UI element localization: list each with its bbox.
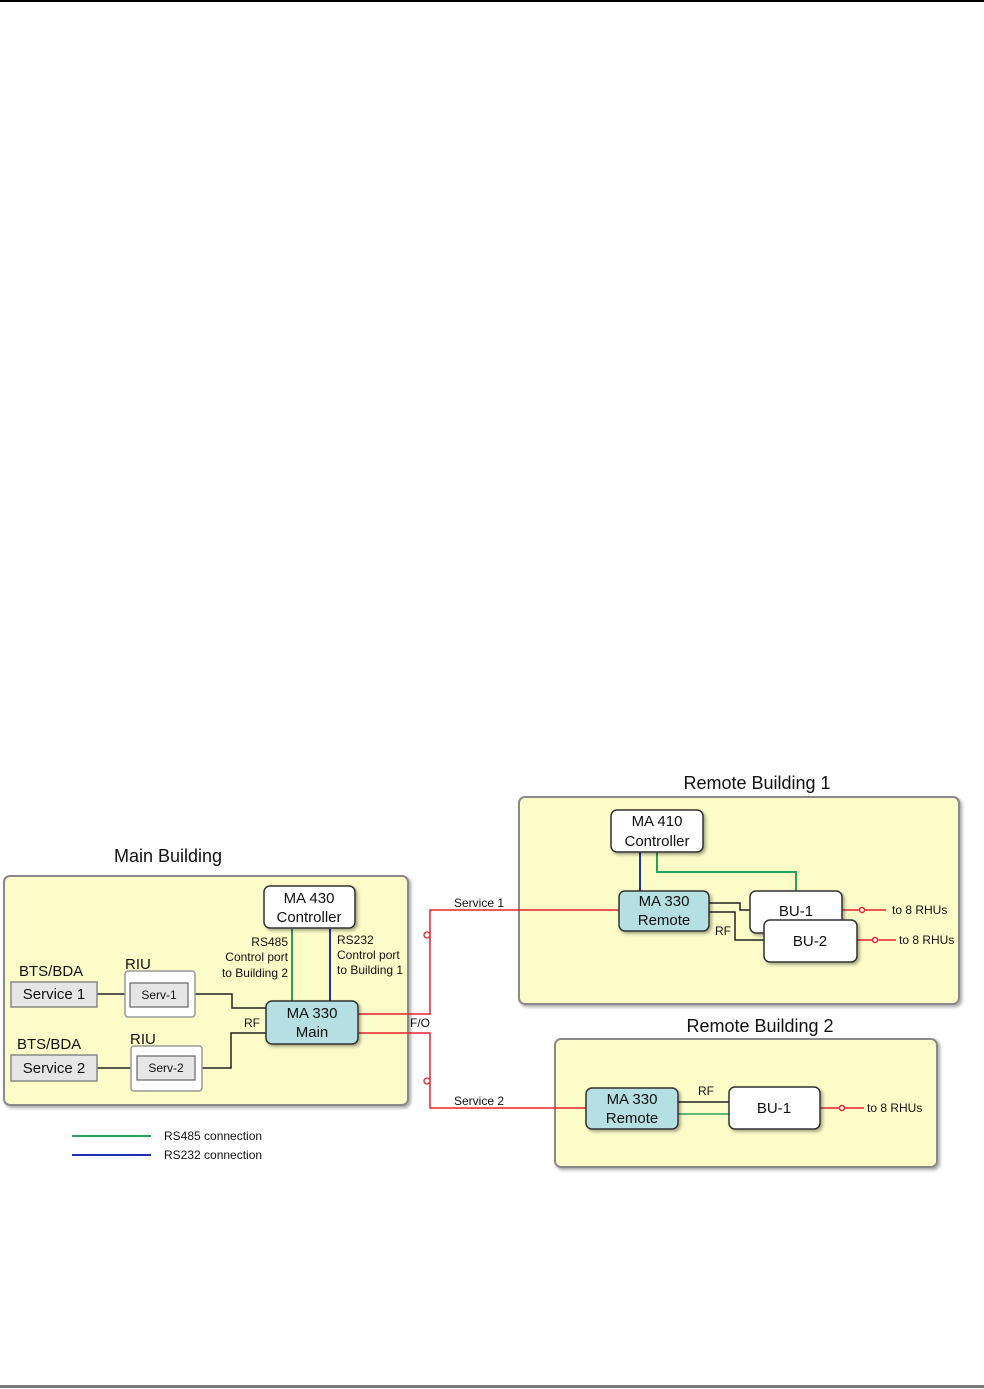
svg-text:RS485: RS485 <box>251 935 288 949</box>
svg-text:MA 330: MA 330 <box>287 1005 338 1022</box>
rs232-port-note: RS232 Control port to Building 1 <box>337 933 403 977</box>
remote-1-rf-label: RF <box>715 924 731 938</box>
svg-text:to Building 2: to Building 2 <box>222 966 288 980</box>
svg-text:Controller: Controller <box>276 909 341 926</box>
ma430-controller-box: MA 430 Controller <box>263 885 356 929</box>
svg-text:Control port: Control port <box>337 948 400 962</box>
riu-1-label: RIU <box>125 956 151 973</box>
service-1-link-label: Service 1 <box>454 896 504 910</box>
ma330-remote-2-box: MA 330 Remote <box>585 1087 679 1130</box>
main-rf-label: RF <box>244 1016 260 1030</box>
remote-1-rhus-label-1: to 8 RHUs <box>892 903 947 917</box>
bts-bda-1-label: BTS/BDA <box>19 963 83 980</box>
svg-text:Service 2: Service 2 <box>23 1060 86 1077</box>
main-rf-wiring <box>97 993 266 1069</box>
svg-text:RS232: RS232 <box>337 933 374 947</box>
remote-2-rhu-links <box>820 1104 864 1112</box>
riu-serv-1-box: Serv-1 <box>124 970 196 1018</box>
legend: RS485 connection RS232 connection <box>72 1129 262 1162</box>
bts-bda-2-label: BTS/BDA <box>17 1036 81 1053</box>
rs485-port-note: RS485 Control port to Building 2 <box>222 935 289 980</box>
remote-1-rhus-label-2: to 8 RHUs <box>899 933 954 947</box>
bu-2-remote-1-box: BU-2 <box>763 919 858 963</box>
svg-text:Serv-1: Serv-1 <box>141 988 177 1002</box>
riu-serv-2-box: Serv-2 <box>130 1045 203 1092</box>
remote-building-1-box <box>518 796 960 1005</box>
remote-2-rhus-label: to 8 RHUs <box>867 1101 922 1115</box>
svg-text:Remote: Remote <box>638 912 691 929</box>
remote-building-1-title: Remote Building 1 <box>683 773 830 793</box>
svg-text:Serv-2: Serv-2 <box>148 1061 184 1075</box>
fo-label: F/O <box>410 1016 430 1030</box>
service-2-box: Service 2 <box>10 1054 98 1082</box>
svg-text:MA 330: MA 330 <box>639 893 690 910</box>
svg-text:Main: Main <box>296 1024 329 1041</box>
svg-text:MA 330: MA 330 <box>607 1091 658 1108</box>
remote-2-rf-label: RF <box>698 1084 714 1098</box>
svg-text:BU-1: BU-1 <box>757 1100 791 1117</box>
ma330-main-box: MA 330 Main <box>265 1000 359 1045</box>
remote-building-2-title: Remote Building 2 <box>686 1016 833 1036</box>
svg-text:Remote: Remote <box>606 1110 659 1127</box>
legend-rs485-label: RS485 connection <box>164 1129 262 1143</box>
fiber-connector-bottom <box>423 1077 431 1085</box>
legend-rs232-label: RS232 connection <box>164 1148 262 1162</box>
fiber-connector-top <box>423 931 431 939</box>
svg-text:BU-1: BU-1 <box>779 903 813 920</box>
ma330-remote-1-box: MA 330 Remote <box>618 890 710 932</box>
ma410-controller-box: MA 410 Controller <box>610 809 704 853</box>
remote-1-rf-wiring <box>709 902 764 941</box>
svg-text:to Building 1: to Building 1 <box>337 963 403 977</box>
rs485-link-remote-1 <box>656 852 797 891</box>
svg-text:Control port: Control port <box>225 950 288 964</box>
main-building-title: Main Building <box>114 846 222 866</box>
service-2-link-label: Service 2 <box>454 1094 504 1108</box>
svg-text:MA 430: MA 430 <box>284 890 335 907</box>
bottom-rule <box>0 1385 984 1388</box>
remote-1-rhu-links <box>842 906 896 944</box>
svg-text:Controller: Controller <box>624 833 689 850</box>
main-building-box <box>3 875 409 1106</box>
riu-2-label: RIU <box>130 1031 156 1048</box>
bu-1-remote-2-box: BU-1 <box>728 1086 821 1130</box>
service-1-box: Service 1 <box>10 981 98 1008</box>
svg-text:MA 410: MA 410 <box>632 813 683 830</box>
svg-text:Service 1: Service 1 <box>23 986 86 1003</box>
svg-text:BU-2: BU-2 <box>793 933 827 950</box>
top-rule <box>0 0 984 2</box>
fiber-links <box>358 909 619 1109</box>
